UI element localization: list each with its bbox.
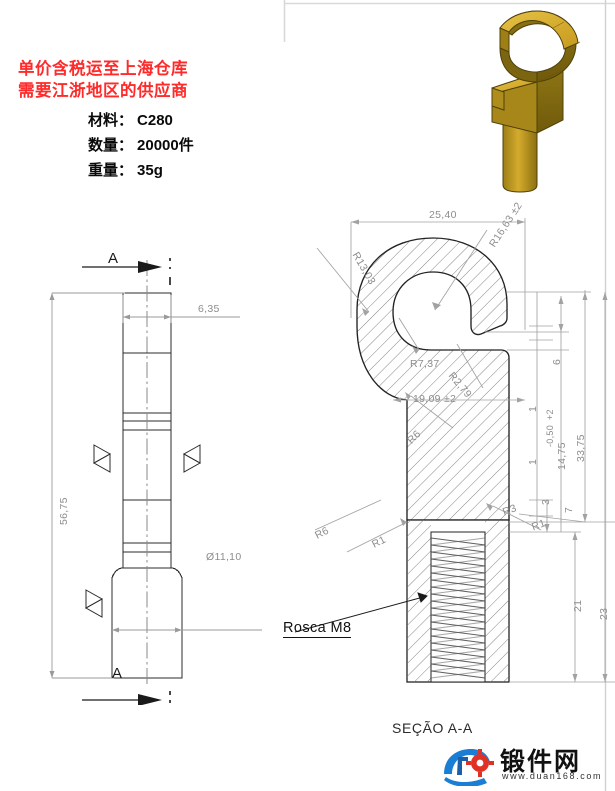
spec-row-material: 材料： C280 xyxy=(88,108,283,133)
section-view xyxy=(294,218,615,683)
front-view xyxy=(49,258,262,705)
model-prong-end xyxy=(491,87,505,111)
spec-row-quantity: 数量： 20000件 xyxy=(88,133,283,158)
section-letter-bottom: A xyxy=(112,665,123,682)
dim-top-width: 25,40 xyxy=(429,209,457,221)
notes-block: 单价含税运至上海仓库 需要江浙地区的供应商 材料： C280 数量： 20000… xyxy=(18,58,283,183)
threaded-shank xyxy=(406,519,510,683)
dim-total-height: 33,75 xyxy=(575,434,587,462)
dim-thread-length: 21 xyxy=(572,599,584,612)
dim-overall-height: 56,75 xyxy=(58,497,70,525)
dim-diameter-lines xyxy=(112,627,262,633)
dim-radius-inner: R7,37 xyxy=(410,358,440,370)
watermark: 锻件网 www.duan168.com xyxy=(440,744,610,788)
dim-gap-6: 6 xyxy=(551,358,563,365)
watermark-url: www.duan168.com xyxy=(502,771,603,781)
thread-helix xyxy=(430,537,486,679)
model-hook-inner xyxy=(499,47,538,83)
section-dim-lines xyxy=(350,218,615,683)
spec-row-weight: 重量： 35g xyxy=(88,158,283,183)
model-shank xyxy=(502,113,538,193)
dim-diameter: Ø11,10 xyxy=(206,551,242,563)
note-line-1: 单价含税运至上海仓库 xyxy=(18,60,188,78)
dim-inner-width: 19,09 ±2 xyxy=(413,393,457,405)
dim-tolerance-plus: +2 xyxy=(545,409,555,420)
spec-label-quantity: 数量： xyxy=(88,137,134,154)
spec-value-weight: 35g xyxy=(137,162,163,179)
rosca-leader xyxy=(294,592,428,633)
dim-gap-1-upper: 1 xyxy=(527,405,539,412)
dim-gap-1-lower: 1 xyxy=(527,458,539,465)
model-facet-seams xyxy=(536,21,581,83)
spec-value-quantity: 20000件 xyxy=(137,137,194,154)
note-line-2: 需要江浙地区的供应商 xyxy=(18,82,188,100)
dim-gap-3: 3 xyxy=(540,498,552,505)
section-dim-arrows xyxy=(351,219,608,682)
dim-gap-7: 7 xyxy=(563,506,575,513)
dim-width-top: 6,35 xyxy=(198,303,220,315)
watermark-text: 锻件网 xyxy=(500,747,582,776)
radius-leaders xyxy=(314,229,586,553)
radius-arrows xyxy=(362,302,493,526)
section-arrow-top xyxy=(82,258,171,285)
front-view-symbol-upper xyxy=(92,444,202,473)
dim-lower-height: 23 xyxy=(598,607,610,620)
dim-width-top-lines xyxy=(122,295,240,323)
thread-note: Rosca M8 xyxy=(283,620,352,638)
duan168-logo-icon xyxy=(444,749,494,786)
front-view-symbol-lower xyxy=(84,589,104,618)
hook-3d-model xyxy=(491,10,581,193)
section-outline xyxy=(356,237,510,521)
spec-value-material: C280 xyxy=(137,112,173,129)
section-letter-top: A xyxy=(108,250,119,267)
dim-height-tolerance: 14,75 xyxy=(556,442,568,470)
dim-tolerance-minus: -0,50 xyxy=(545,424,555,447)
section-arrow-bottom xyxy=(82,691,171,705)
spec-label-weight: 重量： xyxy=(88,162,134,179)
dim-height-lines xyxy=(49,292,125,679)
section-caption: SEÇÃO A-A xyxy=(392,720,473,736)
spec-label-material: 材料： xyxy=(88,112,134,129)
